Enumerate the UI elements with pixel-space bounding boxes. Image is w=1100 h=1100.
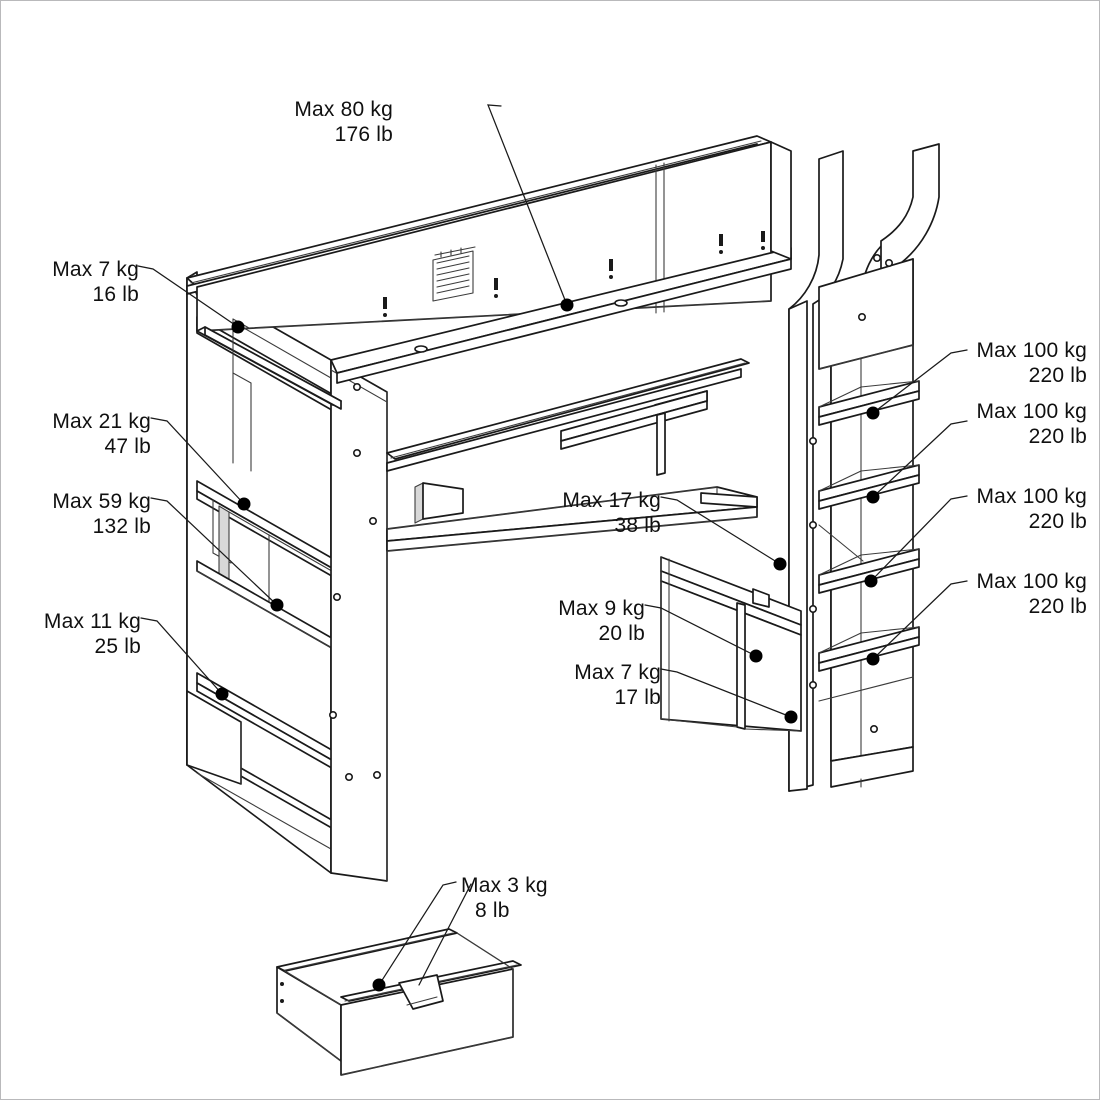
label-bookcase-shelf-upper-lb: 47 lb <box>104 435 151 458</box>
label-desk-surface: Max 17 kg 38 lb <box>523 488 661 538</box>
label-bed-platform-kg: Max 80 kg <box>294 98 393 121</box>
leader-dot-ladder-step-2 <box>866 490 880 504</box>
label-top-left-rail-shelf-kg: Max 7 kg <box>52 258 139 281</box>
label-bookcase-shelf-upper-kg: Max 21 kg <box>52 410 151 433</box>
label-desk-drawer-upper-lb: 20 lb <box>598 622 645 645</box>
leader-dot-desk-surface <box>773 557 787 571</box>
label-desk-surface-kg: Max 17 kg <box>562 489 661 512</box>
label-ladder-step-1-kg: Max 100 kg <box>976 339 1087 362</box>
desk-assembly <box>386 358 802 882</box>
leader-dot-ladder-step-1 <box>866 406 880 420</box>
leader-dot-bookcase-upper <box>237 497 251 511</box>
label-desk-drawer-upper-kg: Max 9 kg <box>558 597 645 620</box>
ladder-step-board-2 <box>818 464 920 510</box>
leader-dot-bed-platform <box>560 298 574 312</box>
label-ladder-step-4-lb: 220 lb <box>1028 595 1087 618</box>
label-bookcase-shelf-lower-kg: Max 11 kg <box>43 610 141 633</box>
label-desk-drawer-lower-lb: 17 lb <box>614 686 661 709</box>
label-ladder-step-1: Max 100 kg 220 lb <box>931 338 1087 388</box>
label-bookcase-shelf-lower-lb: 25 lb <box>94 635 141 658</box>
leader-dot-bookcase-middle <box>270 598 284 612</box>
label-ladder-step-4: Max 100 kg 220 lb <box>931 569 1087 619</box>
label-desk-drawer-upper: Max 9 kg 20 lb <box>519 596 645 646</box>
leader-dot-drawer-upper <box>749 649 763 663</box>
leader-dot-drawer-lower <box>784 710 798 724</box>
label-desk-drawer-lower-kg: Max 7 kg <box>574 661 661 684</box>
label-ladder-step-2: Max 100 kg 220 lb <box>931 399 1087 449</box>
label-bookcase-shelf-middle-kg: Max 59 kg <box>52 490 151 513</box>
label-ladder-step-2-kg: Max 100 kg <box>976 400 1087 423</box>
label-bookcase-shelf-lower: Max 11 kg 25 lb <box>9 609 141 659</box>
label-ladder-step-3-kg: Max 100 kg <box>976 485 1087 508</box>
label-top-left-rail-shelf-lb: 16 lb <box>92 283 139 306</box>
label-ladder-step-4-kg: Max 100 kg <box>976 570 1087 593</box>
label-top-left-rail-shelf: Max 7 kg 16 lb <box>11 257 139 307</box>
left-front-post <box>328 359 388 882</box>
label-bed-platform: Max 80 kg 176 lb <box>253 97 393 147</box>
label-bed-platform-lb: 176 lb <box>334 123 393 146</box>
label-loose-drawer-lb: 8 lb <box>475 899 510 922</box>
bed-platform <box>186 135 833 410</box>
loose-drawer <box>276 928 522 1076</box>
label-loose-drawer-kg: Max 3 kg <box>461 874 548 897</box>
label-bookcase-shelf-upper: Max 21 kg 47 lb <box>15 409 151 459</box>
leader-dot-loose-drawer <box>372 978 386 992</box>
leader-dot-bookcase-lower <box>215 687 229 701</box>
label-ladder-step-3-lb: 220 lb <box>1028 510 1087 533</box>
label-loose-drawer: Max 3 kg 8 lb <box>461 873 591 923</box>
leader-dot-ladder-step-4 <box>866 652 880 666</box>
leader-dot-top-left-rail <box>231 320 245 334</box>
label-bookcase-shelf-middle-lb: 132 lb <box>92 515 151 538</box>
label-desk-surface-lb: 38 lb <box>614 514 661 537</box>
label-desk-drawer-lower: Max 7 kg 17 lb <box>535 660 661 710</box>
label-ladder-step-2-lb: 220 lb <box>1028 425 1087 448</box>
label-ladder-step-3: Max 100 kg 220 lb <box>931 484 1087 534</box>
leader-dot-ladder-step-3 <box>864 574 878 588</box>
leader-lines <box>137 104 968 992</box>
right-ladder-panel <box>788 143 940 792</box>
vent-grille <box>432 246 476 302</box>
label-ladder-step-1-lb: 220 lb <box>1028 364 1087 387</box>
label-bookcase-shelf-middle: Max 59 kg 132 lb <box>15 489 151 539</box>
